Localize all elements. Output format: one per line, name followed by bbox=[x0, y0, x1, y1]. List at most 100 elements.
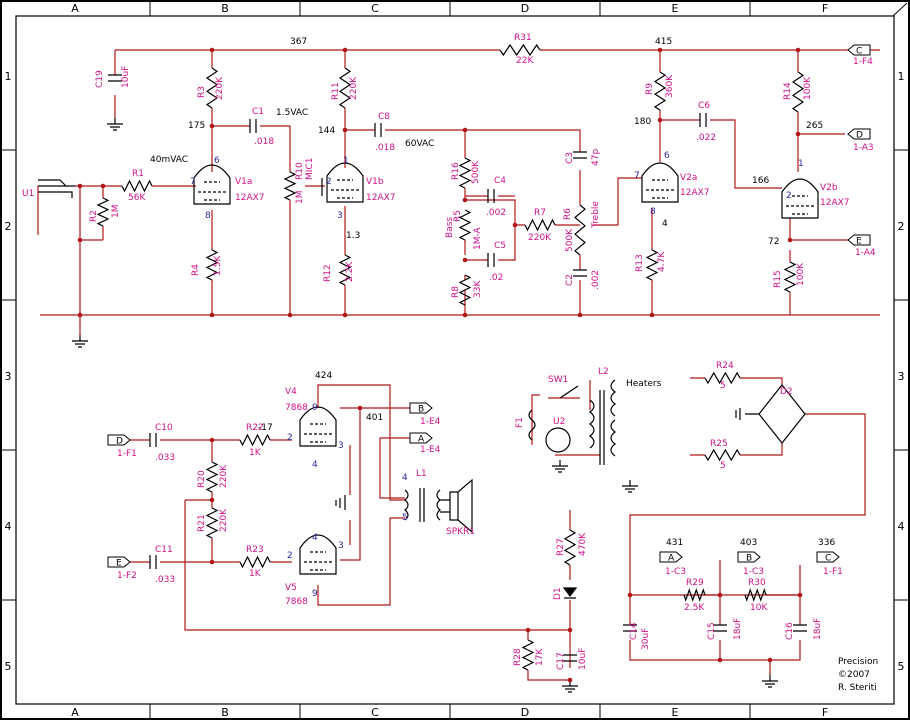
row-label: 3 bbox=[898, 370, 905, 383]
junction-dot bbox=[209, 559, 215, 565]
label-r31: R31 bbox=[514, 33, 532, 43]
node-voltage: 166 bbox=[752, 176, 769, 186]
offpage-tag: A bbox=[668, 554, 675, 564]
offpage-ref: 1-A3 bbox=[853, 143, 874, 153]
label-v1b: V1b bbox=[366, 177, 384, 187]
pin-number: 4 bbox=[402, 473, 408, 483]
label-c14: C14 bbox=[629, 622, 639, 640]
label-heaters: Heaters bbox=[626, 379, 662, 389]
label-d2: D2 bbox=[780, 387, 793, 397]
node-voltage: 401 bbox=[366, 413, 383, 423]
offpage-connector-e bbox=[107, 556, 131, 568]
resistor-r6 bbox=[574, 204, 586, 256]
label-f1: F1 bbox=[515, 417, 525, 428]
value-c5: .02 bbox=[489, 273, 503, 283]
node-voltage: 336 bbox=[818, 538, 835, 548]
label-r16: R16 bbox=[451, 162, 461, 180]
value-r24: 5 bbox=[720, 381, 726, 391]
label-v5: V5 bbox=[285, 583, 297, 593]
junction-dot bbox=[462, 257, 468, 263]
column-label: D bbox=[521, 2, 529, 15]
value-c16: 18uF bbox=[813, 618, 823, 640]
label-d1: D1 bbox=[553, 587, 563, 600]
row-label: 2 bbox=[5, 220, 12, 233]
value-c2: .002 bbox=[591, 270, 601, 290]
label-c17: C17 bbox=[556, 652, 566, 670]
triode-envelope bbox=[299, 406, 337, 447]
label-r15: R15 bbox=[773, 270, 783, 288]
value-r28: 17K bbox=[535, 648, 545, 666]
triode-electrodes bbox=[646, 179, 674, 199]
label-r3: R3 bbox=[197, 86, 207, 98]
triode-envelope bbox=[299, 534, 337, 575]
fuse-icon bbox=[528, 409, 536, 441]
value-r5: 1M-A bbox=[473, 226, 483, 250]
offpage-connector-b bbox=[737, 551, 761, 563]
pin-number: 2 bbox=[287, 433, 293, 443]
junction-dot bbox=[717, 657, 723, 663]
triode-electrodes bbox=[198, 181, 226, 201]
junction-dot bbox=[100, 183, 106, 189]
pin-number: 3 bbox=[338, 441, 344, 451]
label-c5: C5 bbox=[494, 241, 506, 251]
junction-dot bbox=[342, 312, 348, 318]
label-spkr1: SPKR1 bbox=[446, 527, 475, 537]
value-r4: 1.5K bbox=[213, 255, 223, 276]
ground-u2 bbox=[552, 460, 568, 473]
input-jack-icon bbox=[38, 179, 75, 198]
junction-dot bbox=[787, 237, 793, 243]
ground-transformer bbox=[622, 480, 638, 493]
column-label: C bbox=[371, 2, 379, 15]
column-label: A bbox=[71, 2, 79, 15]
pin-number: 3 bbox=[338, 541, 344, 551]
value-c3: 47p bbox=[591, 149, 601, 166]
value-r22: 1K bbox=[249, 448, 262, 458]
value-r25: 5 bbox=[720, 461, 726, 471]
capacitor-c2 bbox=[573, 269, 587, 277]
triode-envelope bbox=[641, 162, 679, 203]
value-v1b: 12AX7 bbox=[366, 193, 396, 203]
value-r21: 220K bbox=[219, 508, 229, 532]
node-voltage: 415 bbox=[655, 37, 672, 47]
value-r11: 220K bbox=[349, 76, 359, 100]
junction-dot bbox=[525, 627, 531, 633]
resistor-r15 bbox=[783, 261, 797, 293]
label-v2b: V2b bbox=[820, 183, 838, 193]
triode-electrodes bbox=[331, 179, 359, 199]
label-r1: R1 bbox=[132, 169, 144, 179]
junction-dot bbox=[209, 497, 215, 503]
pin-number: 8 bbox=[205, 211, 211, 221]
value-r23: 1K bbox=[249, 569, 262, 579]
value-c4: .002 bbox=[486, 208, 506, 218]
column-label: D bbox=[521, 706, 529, 719]
pin-number: 6 bbox=[214, 156, 220, 166]
junction-dot bbox=[77, 183, 83, 189]
value-v4: 7868 bbox=[285, 403, 308, 413]
row-label: 3 bbox=[5, 370, 12, 383]
column-label: E bbox=[672, 2, 679, 15]
value-r10: 1M bbox=[295, 191, 305, 205]
junction-dot bbox=[462, 312, 468, 318]
value-r12: 2.2K bbox=[345, 261, 355, 282]
resistor-r1 bbox=[121, 179, 153, 193]
resistor-r3 bbox=[205, 67, 219, 109]
node-voltage: 265 bbox=[806, 121, 823, 131]
value-r27: 470K bbox=[578, 532, 588, 556]
offpage-ref: 1-F2 bbox=[117, 571, 137, 581]
value-c6: .022 bbox=[696, 133, 716, 143]
value-c11: .033 bbox=[155, 575, 175, 585]
junction-dot bbox=[209, 123, 215, 129]
ground-c19 bbox=[107, 118, 123, 131]
credit-line-2: ©2007 bbox=[838, 670, 870, 680]
label-r20: R20 bbox=[197, 470, 207, 488]
pin-number: 9 bbox=[312, 589, 318, 599]
label-c4: C4 bbox=[494, 176, 506, 186]
offpage-connector-a bbox=[409, 432, 433, 444]
node-voltage: 367 bbox=[290, 37, 307, 47]
label-mic1: MIC1 bbox=[305, 158, 315, 180]
triode-electrodes bbox=[304, 551, 332, 571]
junction-dot bbox=[209, 437, 215, 443]
triode-envelope bbox=[326, 162, 364, 203]
offpage-connector-a bbox=[659, 551, 683, 563]
offpage-ref: 1-C3 bbox=[665, 567, 686, 577]
